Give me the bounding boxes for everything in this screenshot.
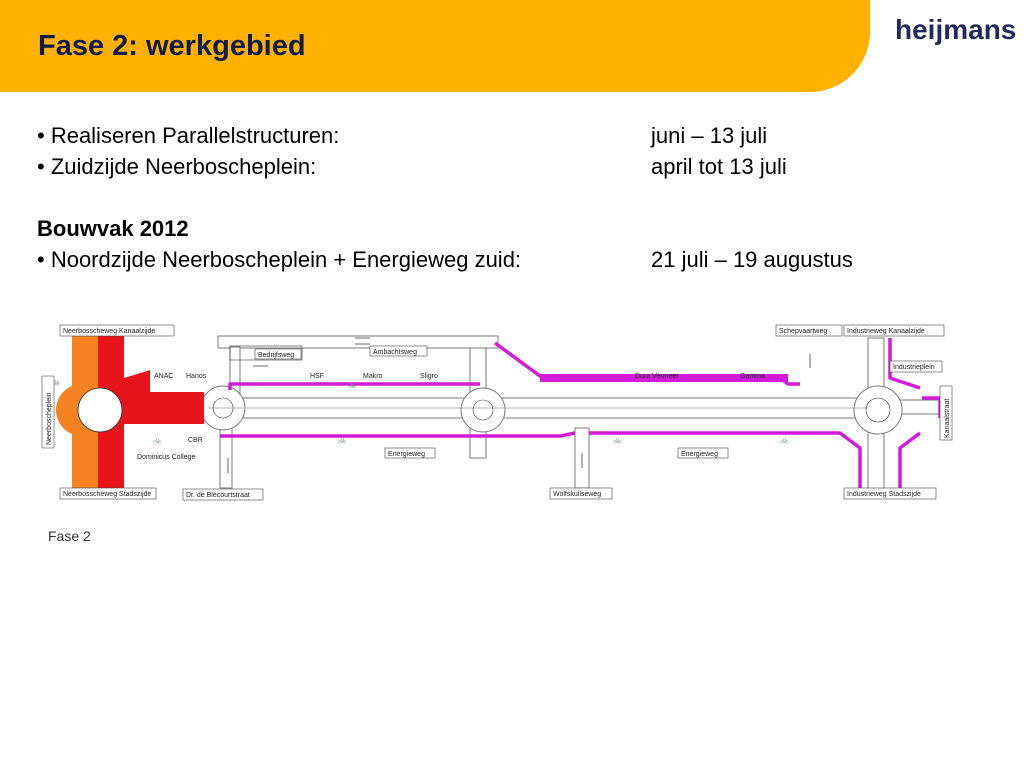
- map-label-industrieplein: Industrieplein: [893, 364, 935, 371]
- magenta-east-south: [898, 431, 922, 493]
- map-label-bedrijfsweg: Bedrijfsweg: [258, 352, 294, 359]
- label-box: [775, 324, 843, 337]
- label-box: [59, 487, 157, 500]
- heijmans-logo: heijmans: [895, 14, 1017, 45]
- slide-content: • Realiseren Parallelstructuren: juni – …: [37, 120, 957, 275]
- map-label-ambachtsweg: Ambachtsweg: [373, 349, 417, 356]
- map-label-sligro: Sligro: [420, 373, 438, 380]
- label-box: [843, 324, 945, 337]
- label-box: [939, 385, 953, 441]
- red-zone-slip: [124, 370, 150, 392]
- magenta-north-lane: [228, 382, 480, 390]
- label-box: [59, 324, 175, 337]
- label-box: [843, 487, 937, 500]
- bicycle-icon: 🚲: [52, 379, 61, 386]
- header-band: [0, 0, 870, 92]
- map-label-energieweg: Energieweg: [681, 451, 718, 458]
- label-box: [549, 487, 613, 500]
- map-label-hanos: Hanos: [186, 373, 207, 380]
- bicycle-icon: 🚲: [338, 437, 347, 444]
- schedule-label: • Zuidzijde Neerboscheplein:: [37, 154, 317, 179]
- map-label-neerbosscheweg-stadszijde: Neerbosscheweg Stadszijde: [63, 491, 151, 498]
- map-label-kanaalstraat: Kanaalstraat: [944, 399, 951, 438]
- label-box: [677, 447, 729, 459]
- bicycle-icon: 🚲: [780, 437, 789, 444]
- bicycle-icon: 🚲: [153, 437, 162, 444]
- roundabout-center: [460, 387, 506, 433]
- label-box: [182, 488, 264, 501]
- bouwvak-row-1: • Noordzijde Neerboscheplein + Energiewe…: [37, 244, 957, 275]
- map-label-industrieweg-kanaalzijde: Industrieweg Kanaalzijde: [847, 328, 925, 335]
- roundabout-east: [853, 385, 903, 435]
- roundabout-center-island: [472, 399, 494, 421]
- magenta-band: [540, 374, 788, 382]
- bouwvak-heading: Bouwvak 2012: [37, 216, 189, 241]
- bicycle-icon: 🚲: [348, 382, 357, 389]
- map-label-industrieweg-stadszijde: Industrieweg Stadszijde: [847, 491, 921, 498]
- spacer: [37, 182, 957, 213]
- label-box: [889, 360, 943, 373]
- label-box: [369, 345, 428, 357]
- service-road-north: [217, 335, 499, 349]
- map-label-energieweg: Energieweg: [388, 451, 425, 458]
- bouwvak-value: 21 juli – 19 augustus: [651, 247, 853, 272]
- schedule-value: april tot 13 juli: [651, 154, 787, 179]
- schedule-row-2: • Zuidzijde Neerboscheplein: april tot 1…: [37, 151, 957, 182]
- map-label-hsf: HSF: [310, 373, 324, 380]
- bicycle-icon: 🚲: [613, 437, 622, 444]
- roundabout-east-island: [865, 397, 891, 423]
- map-label-dominicus-college: Dominicus College: [137, 454, 195, 461]
- map-label-dura-vermeer: Dura Vermeer: [635, 373, 679, 380]
- map-label-gamma: Gamma: [740, 373, 765, 380]
- map-label-neerbosscheweg-kanaalzijde: Neerbosscheweg Kanaalzijde: [63, 328, 155, 335]
- map-label-wolfskuilseweg: Wolfskuilseweg: [553, 491, 601, 498]
- schedule-label: • Realiseren Parallelstructuren:: [37, 123, 340, 148]
- label-box: [384, 447, 436, 459]
- map-label-makro: Makro: [363, 373, 383, 380]
- neerboscheplein-island: [77, 387, 123, 433]
- bouwvak-label: • Noordzijde Neerboscheplein + Energiewe…: [37, 247, 522, 272]
- map-label-neerboscheplein: Neerboscheplein: [46, 392, 53, 445]
- map-label-anac: ANAC: [154, 373, 173, 380]
- label-box: [41, 375, 55, 449]
- map-label-cbr: CBR: [188, 437, 203, 444]
- schedule-value: juni – 13 juli: [651, 123, 768, 148]
- magenta-south-lane-east: [589, 431, 862, 493]
- figure-caption: Fase 2: [48, 528, 91, 544]
- map-label-dr-de-blecourtstraat: Dr. de Blécourtstraat: [186, 492, 250, 499]
- magenta-south-lane-west: [220, 431, 576, 438]
- magenta-east-north: [888, 338, 921, 390]
- kanaalstraat-road: [899, 399, 941, 415]
- work-area-map: 🚲 🚲 🚲 🚲 🚲 🚲 Neerbosscheweg Kanaalzijde N…: [41, 324, 953, 501]
- bedrijfsweg-outline: [229, 345, 303, 361]
- schedule-row-1: • Realiseren Parallelstructuren: juni – …: [37, 120, 957, 151]
- map-label-schepvaartweg: Schepvaartweg: [779, 328, 827, 335]
- red-zone-road: [124, 392, 204, 424]
- slide-title: Fase 2: werkgebied: [38, 30, 306, 62]
- roundabout-west-island: [212, 397, 234, 419]
- label-box: [254, 348, 302, 360]
